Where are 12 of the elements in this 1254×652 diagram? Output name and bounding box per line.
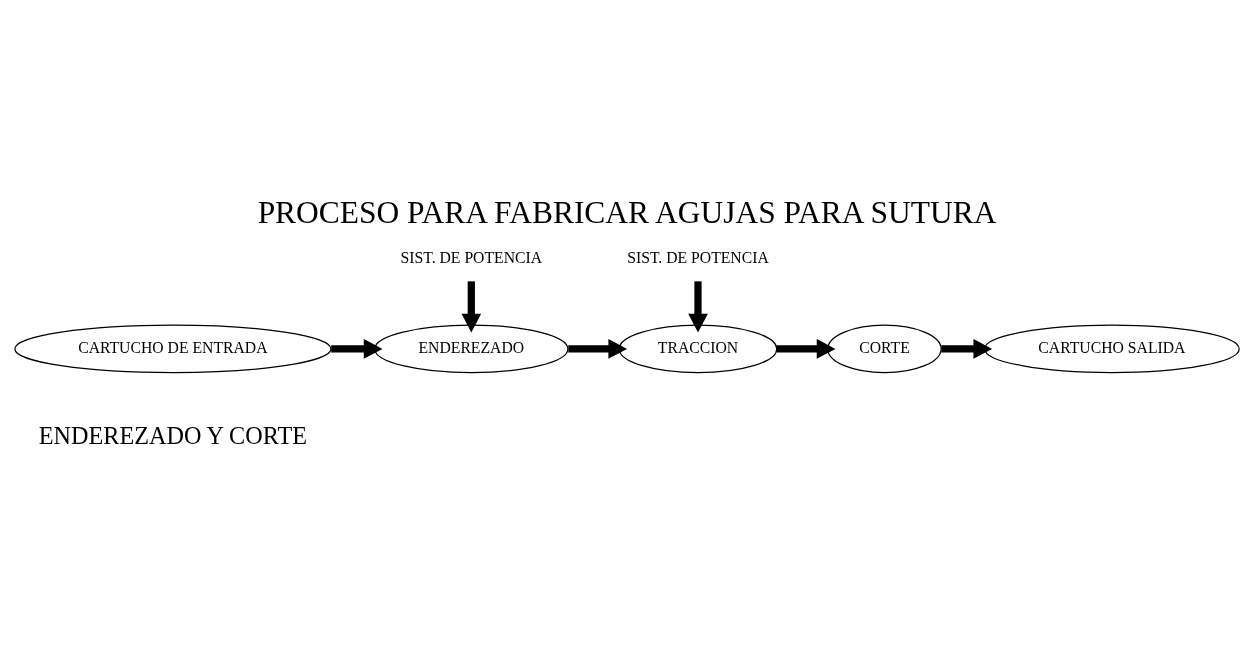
node-ellipse: TRACCION [618, 324, 778, 373]
node-ellipse: ENDEREZADO [374, 324, 569, 373]
node-ellipse: CORTE [827, 324, 942, 373]
node-ellipse: CARTUCHO SALIDA [984, 324, 1240, 373]
label: ENDEREZADO Y CORTE [38, 421, 307, 449]
node-text: SIST. DE POTENCIA [400, 248, 543, 266]
arrow [776, 338, 836, 359]
node-text: SIST. DE POTENCIA [627, 248, 769, 266]
arrow [461, 280, 482, 333]
arrow [688, 280, 708, 333]
diagram-title: PROCESO PARA FABRICAR AGUJAS PARA SUTURA [257, 194, 997, 230]
node-ellipse: CARTUCHO DE ENTRADA [14, 324, 332, 373]
